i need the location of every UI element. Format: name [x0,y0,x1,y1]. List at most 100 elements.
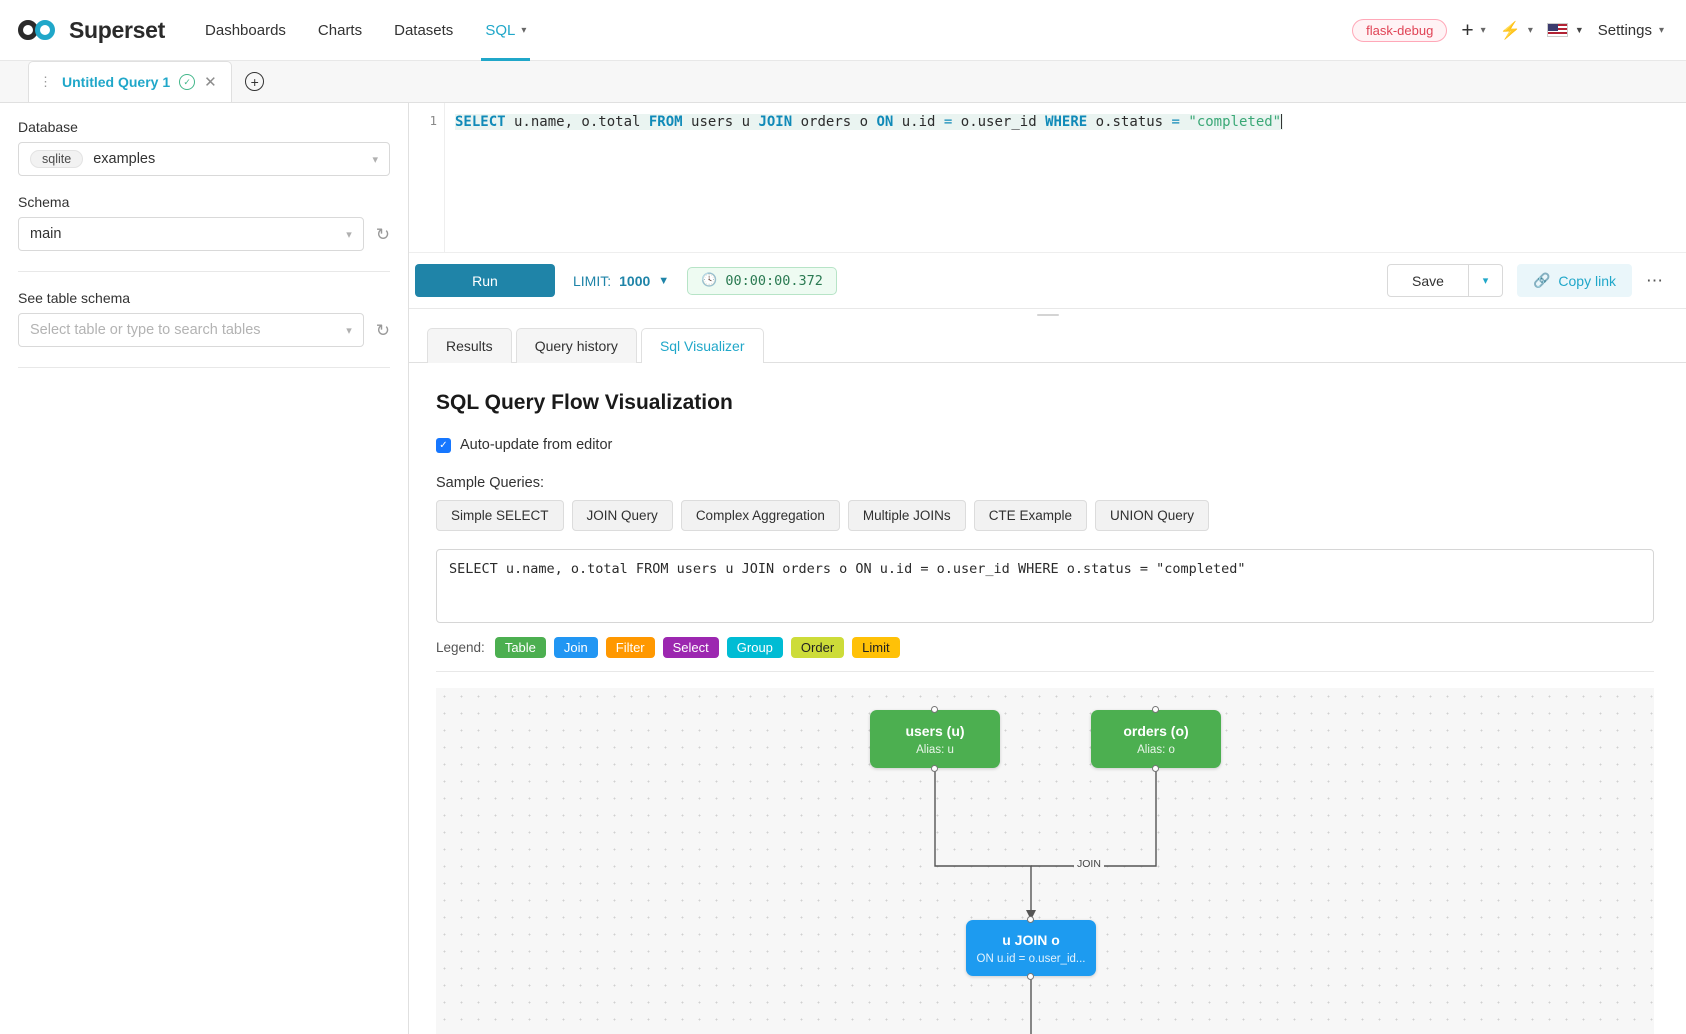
sample-query-button-3[interactable]: Multiple JOINs [847,500,966,531]
top-navbar: Superset Dashboards Charts Datasets SQL … [0,0,1686,61]
navbar-right: flask-debug + ▾ ⚡ ▾ ▼ Settings ▾ [1352,18,1664,42]
legend-badge-table: Table [494,637,546,658]
run-button[interactable]: Run [415,264,555,297]
code-token: "completed" [1188,114,1282,130]
code-token: WHERE [1045,114,1088,130]
auto-update-checkbox[interactable]: ✓ [436,437,451,453]
ellipsis-icon[interactable]: ⋯ [1646,270,1664,290]
refresh-tables-icon[interactable]: ↻ [375,320,390,340]
auto-update-label: Auto-update from editor [460,437,613,453]
chevron-down-icon: ▾ [1658,24,1664,36]
lightning-bolt-icon: ⚡ [1499,20,1521,40]
nav-item-datasets[interactable]: Datasets [394,0,453,61]
chevron-down-icon: ▾ [346,228,352,241]
refresh-schema-icon[interactable]: ↻ [375,224,390,244]
flow-node-orders[interactable]: orders (o) Alias: o [1091,706,1221,772]
sample-query-button-0[interactable]: Simple SELECT [436,500,564,531]
node-handle-top[interactable] [931,706,938,713]
chevron-down-icon: ▾ [1480,24,1486,36]
copy-link-button[interactable]: 🔗 Copy link [1516,264,1632,297]
language-menu[interactable]: ▼ [1546,23,1584,37]
caret-down-icon: ▼ [658,274,670,287]
add-query-tab-button[interactable]: + [232,61,278,102]
query-tab-label: Untitled Query 1 [62,74,171,90]
legend-badge-select: Select [662,637,719,658]
code-token: FROM [648,114,683,130]
save-button[interactable]: Save [1387,264,1469,297]
database-select[interactable]: sqlite examples ▾ [18,142,390,176]
database-value: examples [93,151,156,167]
table-select[interactable]: Select table or type to search tables ▾ [18,313,364,347]
query-tab-untitled-query-1[interactable]: ⋮ Untitled Query 1 ✓ ✕ [28,61,232,102]
superset-logo[interactable]: Superset [18,17,165,44]
legend-badge-group: Group [726,637,783,658]
tab-query-history-label: Query history [534,338,618,354]
tab-sql-visualizer[interactable]: Sql Visualizer [640,328,764,363]
auto-update-checkbox-row[interactable]: ✓ Auto-update from editor [436,437,1662,453]
line-number: 1 [429,113,437,128]
node-handle-bottom[interactable] [1152,765,1159,772]
code-token: o.status [1087,114,1172,130]
legend-separator [436,671,1654,672]
table-select-placeholder: Select table or type to search tables [30,322,261,338]
editor-code-area[interactable]: SELECT u.name, o.total FROM users u JOIN… [445,103,1686,252]
check-circle-icon: ✓ [179,74,196,90]
editor-gutter: 1 [409,103,445,252]
editor-code-line: SELECT u.name, o.total FROM users u JOIN… [455,114,1284,130]
code-token: o.user_id [952,114,1046,130]
bolt-menu[interactable]: ⚡ ▾ [1500,22,1533,39]
sample-query-button-1[interactable]: JOIN Query [571,500,673,531]
page-title: SQL Query Flow Visualization [436,391,733,414]
pane-resize-handle[interactable] [409,309,1686,321]
settings-menu[interactable]: Settings ▾ [1598,22,1664,39]
save-button-group: Save ▾ [1387,264,1503,297]
drag-handle-icon[interactable]: ⋮ [39,74,53,89]
clock-icon: 🕓 [701,273,718,288]
sql-editor[interactable]: 1 SELECT u.name, o.total FROM users u JO… [409,103,1686,253]
legend-badge-limit: Limit [852,637,900,658]
flow-node-users[interactable]: users (u)Alias: u [870,706,1000,772]
code-token: SELECT [455,114,506,130]
nav-item-sql[interactable]: SQL ▾ [481,0,531,61]
tab-query-history[interactable]: Query history [515,328,637,363]
close-icon[interactable]: ✕ [204,74,217,91]
result-tabs: Results Query history Sql Visualizer [409,321,1686,363]
sql-input-textarea[interactable] [436,549,1654,623]
table-schema-field: See table schema Select table or type to… [18,290,390,347]
schema-select[interactable]: main ▾ [18,217,364,251]
legend-label: Legend: [436,640,485,655]
sample-query-button-4[interactable]: CTE Example [973,500,1087,531]
settings-label: Settings [1597,21,1652,39]
limit-dropdown[interactable]: LIMIT: 1000 ▼ [573,273,669,289]
code-token: JOIN [758,114,793,130]
sample-query-button-5[interactable]: UNION Query [1094,500,1209,531]
panel-divider [18,271,390,272]
node-handle-bottom[interactable] [931,765,938,772]
new-item-menu[interactable]: + ▾ [1461,20,1485,41]
nav-label-charts: Charts [317,21,363,39]
node-subtitle: Alias: o [1137,743,1175,756]
node-handle-top[interactable] [1152,706,1159,713]
nav-item-charts[interactable]: Charts [318,0,362,61]
tab-results-label: Results [446,338,493,354]
node-title: orders (o) [1123,722,1189,739]
node-handle-top[interactable] [1027,916,1034,923]
flask-debug-badge[interactable]: flask-debug [1352,18,1448,42]
sample-query-button-2[interactable]: Complex Aggregation [680,500,840,531]
code-token: u.name, o.total [505,114,649,130]
nav-item-dashboards[interactable]: Dashboards [205,0,286,61]
database-label: Database [18,119,78,135]
schema-label: Schema [18,194,70,210]
node-handle-bottom[interactable] [1027,973,1034,980]
schema-value: main [30,226,62,242]
code-token: ON [876,114,894,130]
panel-divider-2 [18,367,390,368]
schema-field: Schema main ▾ ↻ [18,194,390,251]
tab-results[interactable]: Results [427,328,512,363]
save-dropdown-button[interactable]: ▾ [1468,264,1503,297]
us-flag-icon [1546,23,1568,37]
